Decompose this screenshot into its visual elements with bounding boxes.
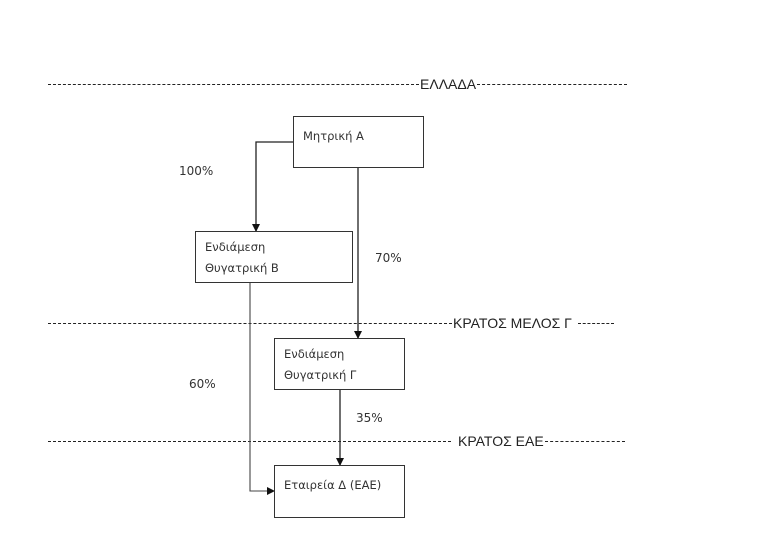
entity-label: Μητρική Α bbox=[303, 129, 364, 143]
arrow-a-to-b bbox=[252, 141, 293, 232]
entity-label-line2: Θυγατρική Β bbox=[205, 261, 279, 275]
border-label-member-state-c: ΚΡΑΤΟΣ ΜΕΛΟΣ Γ bbox=[453, 315, 572, 331]
entity-label-line1: Ενδιάμεση bbox=[205, 240, 266, 254]
entity-parent-a: Μητρική Α bbox=[293, 116, 424, 168]
arrow-b-to-d bbox=[249, 283, 275, 495]
entity-label-line2: Θυγατρική Γ bbox=[284, 368, 357, 382]
entity-label-line1: Ενδιάμεση bbox=[284, 347, 345, 361]
border-label-eae-state: ΚΡΑΤΟΣ ΕΑΕ bbox=[458, 433, 544, 449]
ownership-a-to-b: 100% bbox=[179, 164, 214, 178]
dashed-line bbox=[544, 440, 625, 442]
entity-company-d: Εταιρεία Δ (ΕΑΕ) bbox=[274, 465, 405, 518]
border-greece: ΕΛΛΑΔΑ bbox=[48, 76, 628, 92]
entity-subsidiary-c: Ενδιάμεση Θυγατρική Γ bbox=[274, 338, 405, 390]
dashed-line bbox=[577, 322, 614, 324]
ownership-a-to-c: 70% bbox=[375, 251, 402, 265]
dashed-line bbox=[48, 83, 419, 85]
entity-subsidiary-b: Ενδιάμεση Θυγατρική Β bbox=[195, 231, 353, 283]
ownership-b-to-d: 60% bbox=[189, 377, 216, 391]
entity-label: Εταιρεία Δ (ΕΑΕ) bbox=[284, 478, 382, 492]
border-label-greece: ΕΛΛΑΔΑ bbox=[420, 76, 477, 92]
ownership-c-to-d: 35% bbox=[356, 411, 383, 425]
dashed-line bbox=[477, 83, 628, 85]
